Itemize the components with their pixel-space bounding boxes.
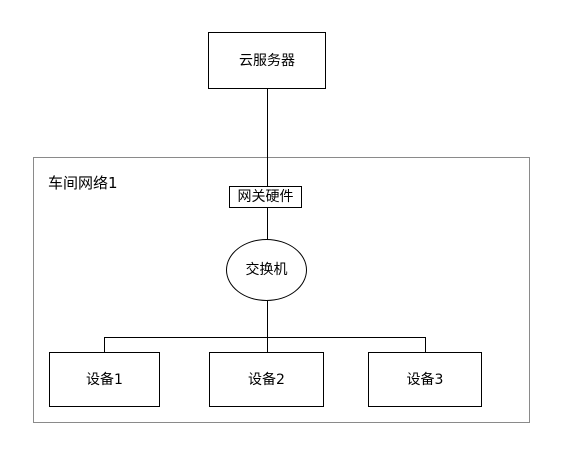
workshop-network-region (33, 157, 530, 423)
server-gateway-connector (267, 88, 268, 186)
switch-label: 交换机 (245, 262, 288, 278)
device-2-connector (267, 337, 268, 353)
gateway-hardware-node: 网关硬件 (229, 186, 302, 208)
cloud-server-label: 云服务器 (239, 52, 295, 69)
switch-node: 交换机 (226, 239, 307, 301)
device-1-node: 设备1 (49, 352, 160, 407)
switch-bus-connector (267, 301, 268, 338)
device-3-node: 设备3 (368, 352, 482, 407)
gateway-hardware-label: 网关硬件 (237, 189, 294, 205)
workshop-network-label: 车间网络1 (48, 174, 118, 192)
device-2-label: 设备2 (248, 371, 285, 388)
device-1-label: 设备1 (86, 371, 123, 388)
device-bus (104, 337, 426, 338)
gateway-switch-connector (267, 207, 268, 239)
cloud-server-node: 云服务器 (208, 32, 326, 89)
device-2-node: 设备2 (209, 352, 324, 407)
device-3-label: 设备3 (406, 371, 444, 388)
device-3-connector (425, 337, 426, 353)
device-1-connector (104, 337, 105, 353)
